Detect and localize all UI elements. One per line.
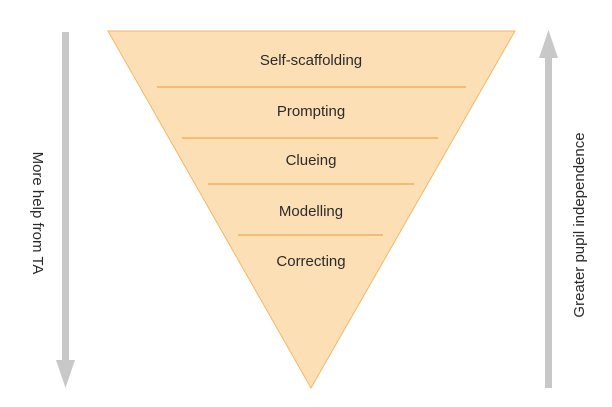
level-label-prompting: Prompting — [277, 103, 345, 120]
scaffolding-triangle — [107, 30, 516, 390]
level-label-modelling: Modelling — [279, 203, 343, 220]
left-side-label: More help from TA — [29, 152, 46, 275]
right-arrow-head — [539, 30, 558, 58]
right-side-label: Greater pupil independence — [571, 132, 588, 317]
level-label-self-scaffolding: Self-scaffolding — [260, 52, 362, 69]
left-arrow-shaft — [62, 32, 69, 362]
level-label-clueing: Clueing — [286, 152, 337, 169]
left-arrow — [56, 32, 75, 388]
level-label-correcting: Correcting — [276, 253, 345, 270]
right-arrow — [539, 30, 558, 388]
left-arrow-head — [56, 360, 75, 388]
right-arrow-shaft — [545, 56, 552, 388]
